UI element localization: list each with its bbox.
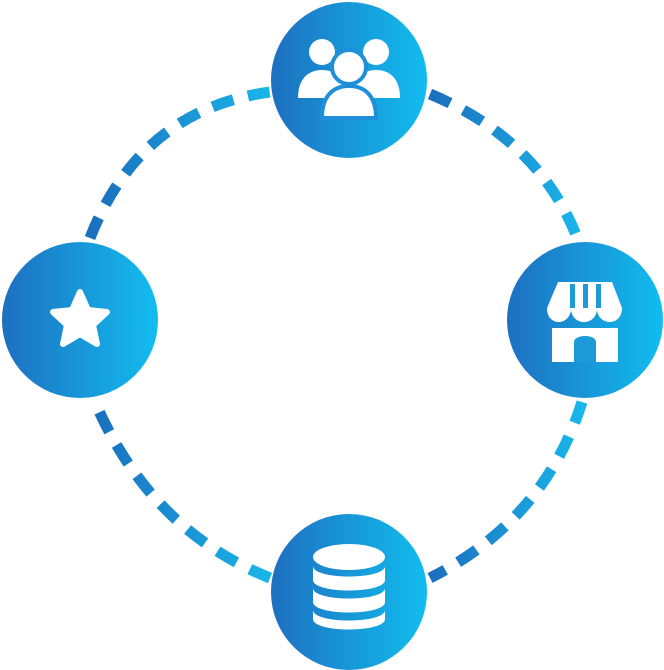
dashed-connector-ring	[84, 86, 588, 584]
node-top	[271, 2, 427, 158]
connector-left-top	[84, 86, 271, 241]
connector-bottom-left	[89, 399, 273, 584]
connector-top-right	[427, 88, 584, 242]
storefront-details	[570, 284, 601, 362]
database-icon	[313, 544, 385, 630]
star-icon	[50, 289, 110, 347]
node-bottom-circle	[271, 514, 427, 670]
node-right	[507, 242, 663, 398]
node-bottom	[271, 514, 427, 670]
users-icon	[298, 39, 400, 120]
node-left	[2, 242, 158, 398]
connector-right-bottom	[427, 400, 588, 583]
